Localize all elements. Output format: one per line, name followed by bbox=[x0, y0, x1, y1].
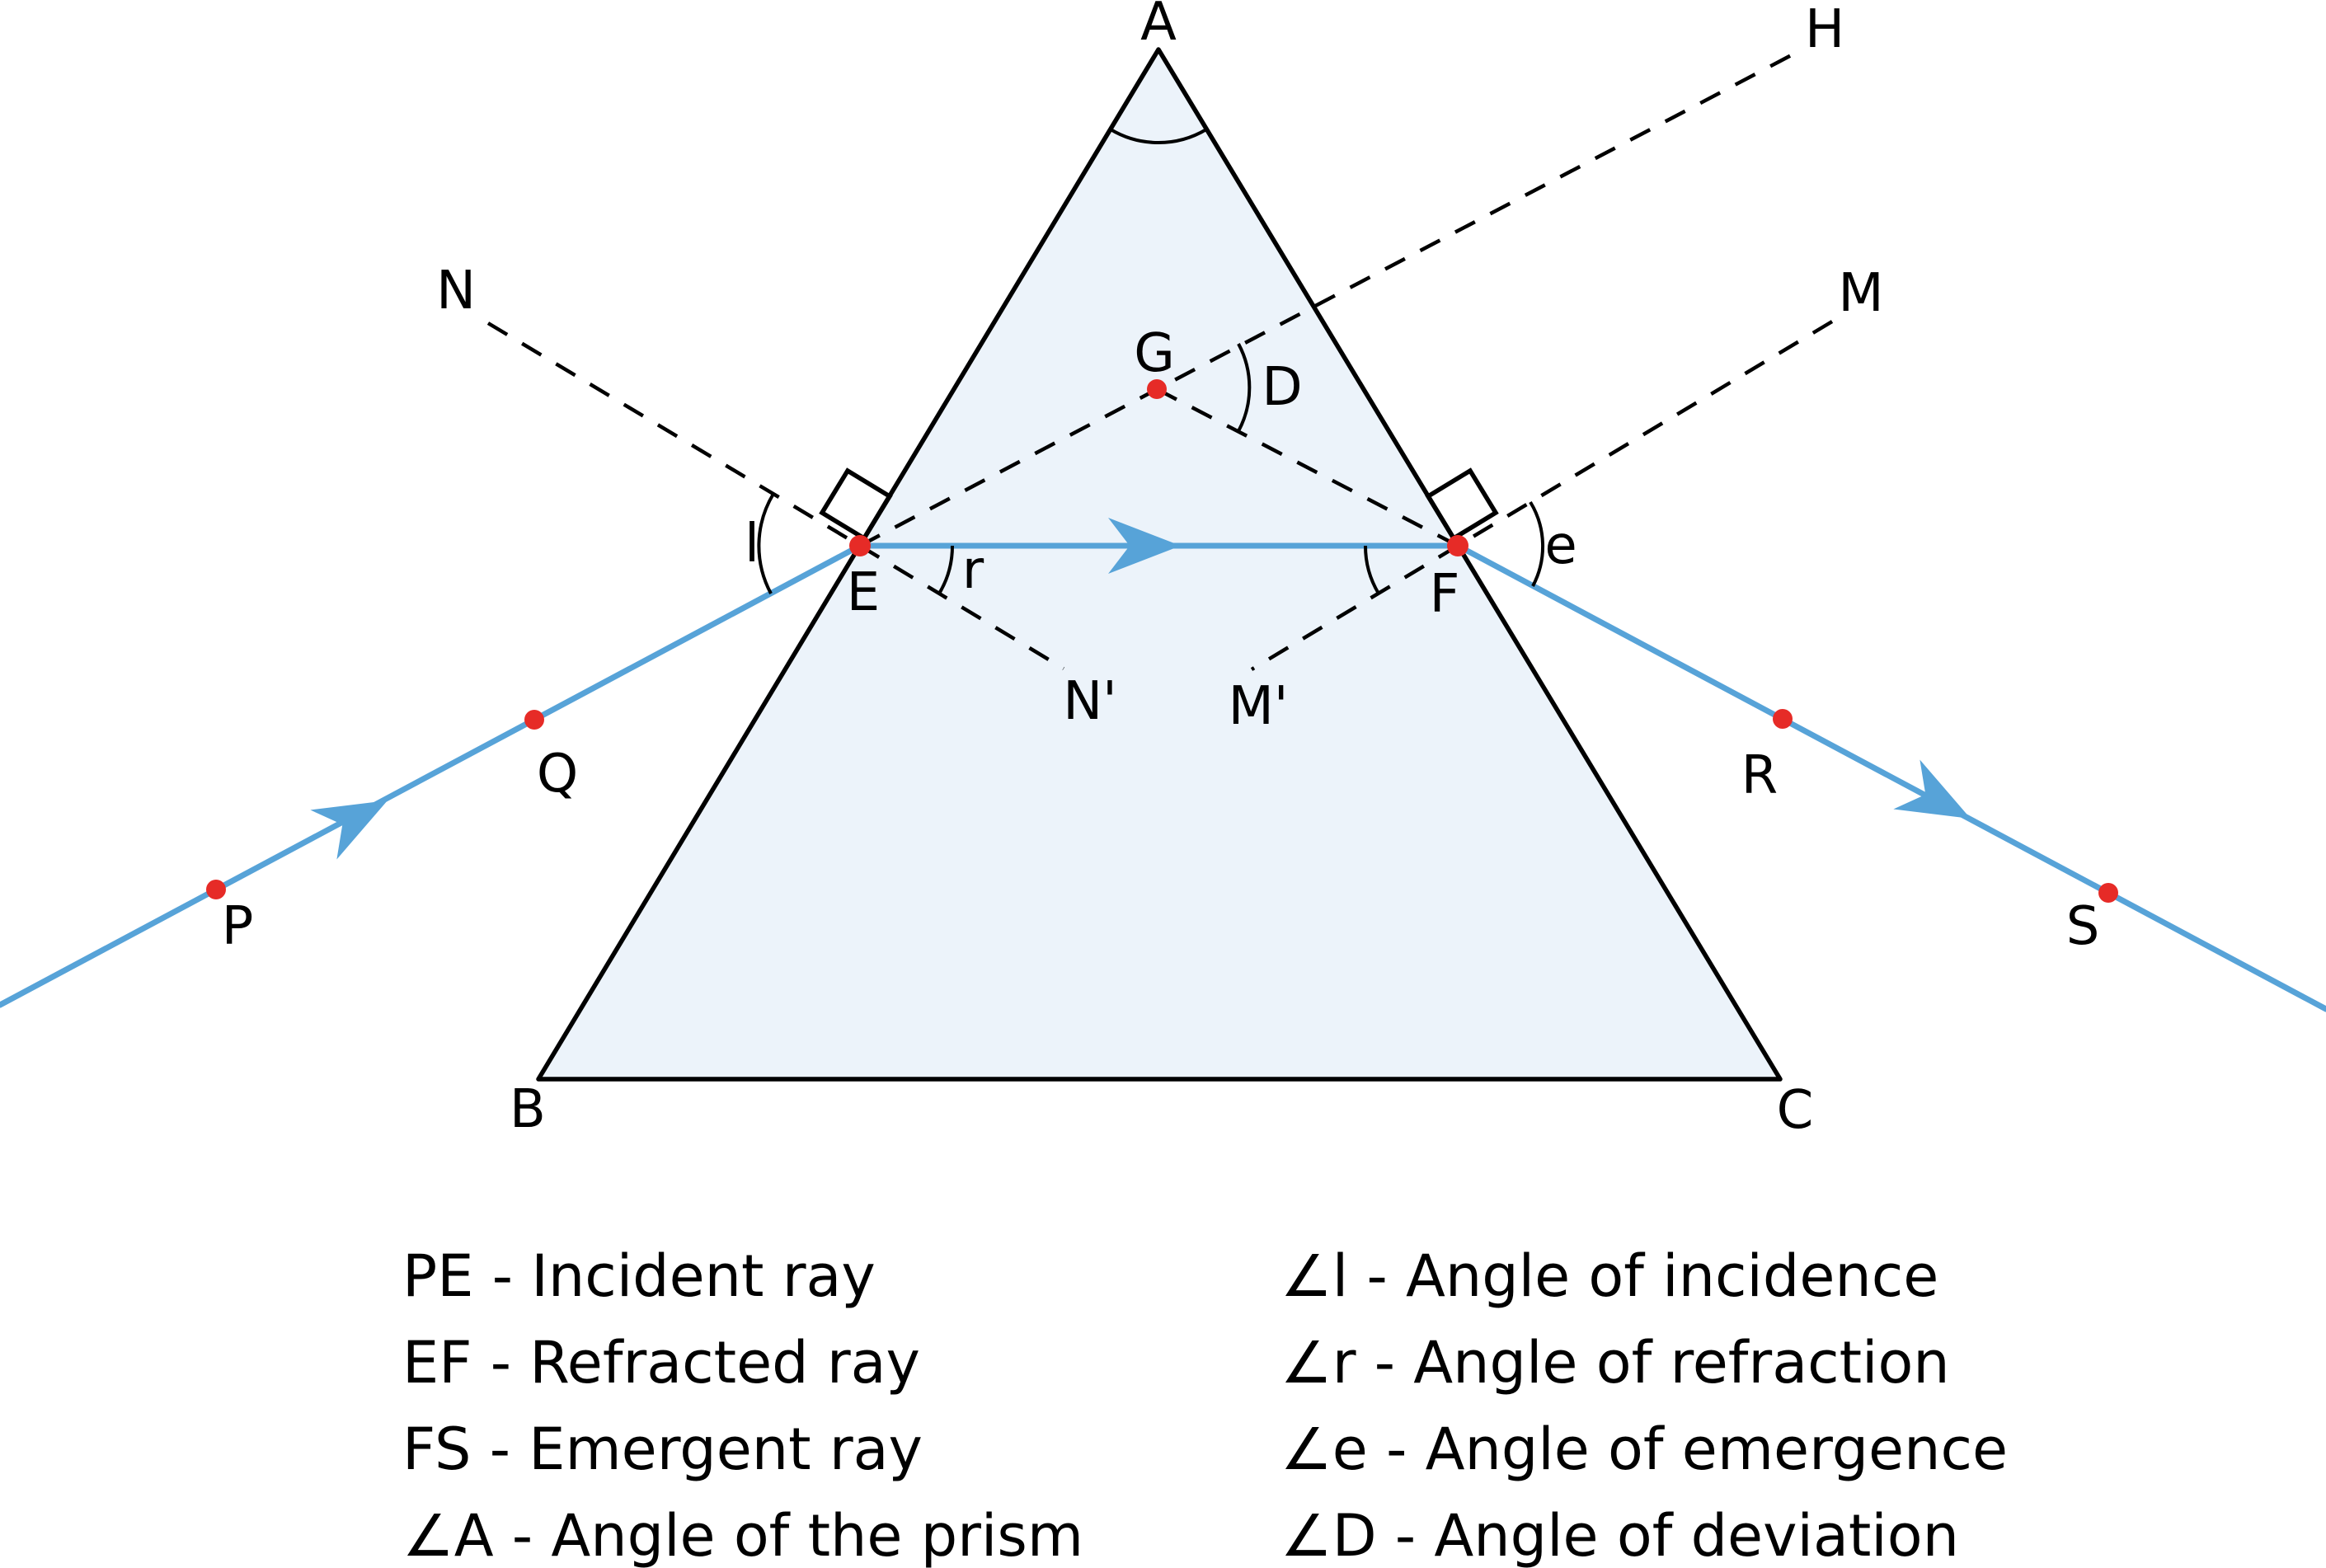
label-C: C bbox=[1777, 1080, 1814, 1141]
legend-item-refracted-ray: EF - Refracted ray bbox=[402, 1329, 920, 1397]
legend: PE - Incident ray EF - Refracted ray FS … bbox=[402, 1242, 2008, 1568]
legend-item-angle-of-prism: ∠A - Angle of the prism bbox=[402, 1502, 1083, 1568]
label-G: G bbox=[1134, 323, 1175, 384]
normal-F-to-M-prime-dashed-line bbox=[1250, 544, 1459, 671]
point-S-dot bbox=[2098, 883, 2118, 903]
angle-incidence-arc bbox=[757, 492, 775, 594]
legend-item-incident-ray: PE - Incident ray bbox=[402, 1242, 876, 1310]
legend-item-angle-of-emergence: ∠e - Angle of emergence bbox=[1280, 1415, 2008, 1483]
legend-item-emergent-ray: FS - Emergent ray bbox=[402, 1415, 923, 1483]
normal-N-to-E-dashed-line bbox=[486, 322, 862, 547]
label-M-prime: M' bbox=[1229, 676, 1289, 737]
emergent-ray-arrowhead-icon bbox=[1893, 759, 1971, 819]
label-R: R bbox=[1741, 745, 1778, 806]
label-Q: Q bbox=[537, 744, 578, 805]
angle-deviation-arc bbox=[1237, 343, 1252, 432]
label-H: H bbox=[1805, 0, 1844, 60]
point-E-dot bbox=[849, 535, 871, 556]
point-P-dot bbox=[206, 880, 226, 899]
incident-extension-E-to-H-dashed-line bbox=[858, 50, 1799, 547]
normal-E-to-N-prime-dashed-line bbox=[858, 544, 1065, 670]
angle-internal-at-F-arc bbox=[1363, 545, 1380, 595]
legend-item-angle-of-refraction: ∠r - Angle of refraction bbox=[1280, 1329, 1950, 1397]
label-P: P bbox=[222, 896, 254, 957]
angle-refraction-arc bbox=[937, 545, 955, 595]
label-angle-deviation: D bbox=[1262, 357, 1302, 418]
label-N-prime: N' bbox=[1063, 671, 1116, 732]
legend-item-angle-of-deviation: ∠D - Angle of deviation bbox=[1280, 1502, 1959, 1568]
point-G-dot bbox=[1147, 379, 1167, 399]
incident-ray bbox=[0, 542, 863, 1008]
label-E: E bbox=[847, 562, 880, 623]
label-N: N bbox=[436, 261, 476, 322]
label-angle-incidence: l bbox=[745, 514, 759, 575]
label-B: B bbox=[510, 1079, 546, 1140]
label-A: A bbox=[1140, 0, 1177, 53]
label-angle-emergence: e bbox=[1544, 515, 1577, 576]
legend-item-angle-of-incidence: ∠l - Angle of incidence bbox=[1280, 1242, 1938, 1310]
angle-emergence-arc bbox=[1529, 500, 1545, 587]
point-Q-dot bbox=[524, 710, 544, 730]
prism-triangle bbox=[536, 47, 1783, 1082]
right-angle-marker-at-E bbox=[819, 467, 893, 542]
label-S: S bbox=[2066, 896, 2100, 957]
point-F-dot bbox=[1447, 535, 1468, 556]
normal-M-to-F-dashed-line bbox=[1456, 320, 1834, 547]
label-M: M bbox=[1838, 263, 1883, 324]
emergent-ray bbox=[1454, 542, 2326, 1012]
point-R-dot bbox=[1773, 709, 1793, 729]
right-angle-marker-at-F bbox=[1425, 467, 1499, 542]
refracted-ray-arrowhead-icon bbox=[1108, 518, 1181, 574]
label-F: F bbox=[1430, 564, 1460, 625]
angle-A-arc bbox=[1109, 128, 1208, 145]
label-angle-refraction: r bbox=[962, 540, 984, 601]
incident-ray-arrowhead-icon bbox=[310, 800, 388, 860]
emergent-back-extension-G-to-F-dashed-line bbox=[1155, 387, 1459, 547]
